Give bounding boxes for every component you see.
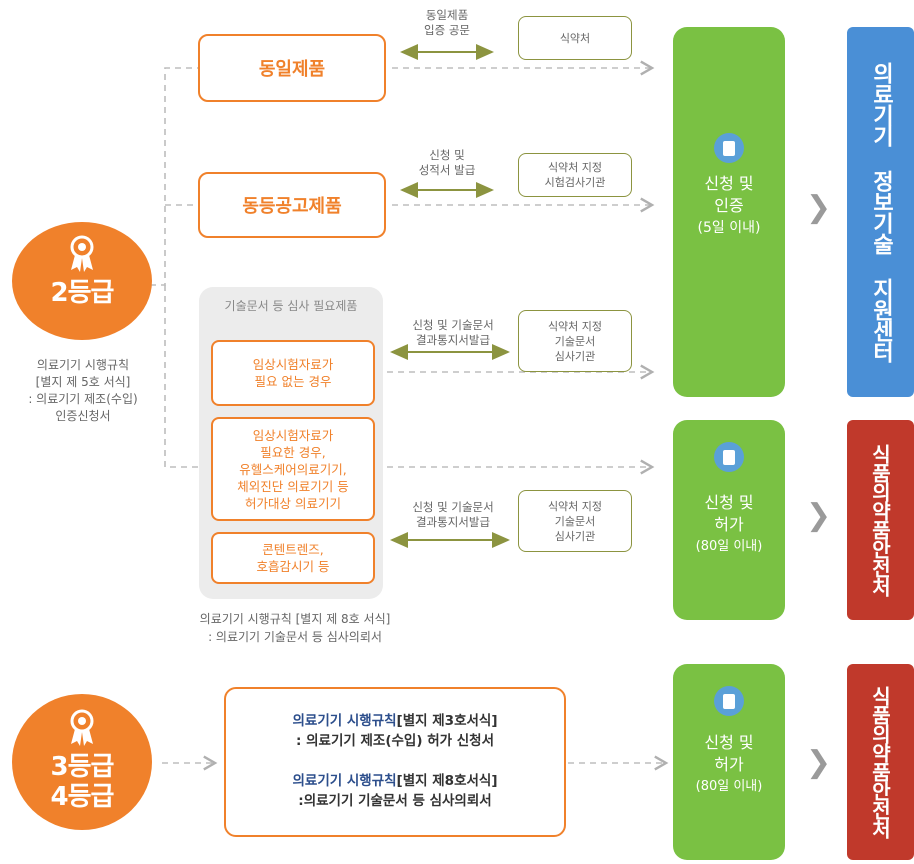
approval-step-box-1: 신청 및 허가 (80일 이내) xyxy=(673,420,785,620)
note-line: 인증신청서 xyxy=(55,409,111,423)
panel-note: 의료기기 시행규칙 [별지 제 8호 서식] : 의료기기 기술문서 등 심사의… xyxy=(150,610,440,646)
mfds-label-1: 식품의약품안전처 xyxy=(847,420,914,620)
clipboard-icon xyxy=(714,442,744,472)
label-line: 결과통지서발급 xyxy=(415,515,491,529)
label-line: 입증 공문 xyxy=(424,23,470,37)
doc-line: :의료기기 기술문서 등 심사의뢰서 xyxy=(298,793,492,809)
agency-box-mfds: 식약처 xyxy=(518,16,632,60)
agency-line: 기술문서 xyxy=(554,514,596,528)
green-line: 허가 xyxy=(714,755,744,774)
approval-step-box-2: 신청 및 허가 (80일 이내) xyxy=(673,664,785,860)
agency-line: 식약처 xyxy=(559,31,591,45)
clipboard-icon xyxy=(714,686,744,716)
agency-line: 시험검사기관 xyxy=(544,176,606,189)
note-line: : 의료기기 기술문서 등 심사의뢰서 xyxy=(208,630,382,644)
doc-form-number: [별지 제3호서식] xyxy=(396,713,498,729)
mfds-label-2: 식품의약품안전처 xyxy=(847,664,914,860)
label-line: 신청 및 기술문서 xyxy=(412,500,494,514)
same-product-box: 동일제품 xyxy=(198,34,386,102)
contact-lens-box: 콘텐트렌즈, 호흡감시기 등 xyxy=(211,532,375,584)
item-line: 필요 없는 경우 xyxy=(254,374,332,389)
doc-rule-name: 의료기기 시행규칙 xyxy=(292,713,397,729)
chevron-right-icon: ❯ xyxy=(806,498,832,533)
doc-form-number: [별지 제8호서식] xyxy=(396,773,498,789)
grade-3-4-badge: 3등급 4등급 xyxy=(12,694,152,830)
note-line: : 의료기기 제조(수입) xyxy=(28,392,138,406)
award-ribbon-icon xyxy=(70,235,94,272)
clinical-data-required-box: 임상시험자료가 필요한 경우, 유헬스케어의료기기, 체외진단 의료기기 등 허… xyxy=(211,417,375,521)
item-line: 임상시험자료가 xyxy=(252,357,334,372)
grade-4-label: 4등급 xyxy=(50,782,115,812)
item-line: 호흡감시기 등 xyxy=(256,559,330,574)
agency-line: 식약처 지정 xyxy=(547,161,603,174)
label-line: 결과통지서발급 xyxy=(415,333,491,347)
agency-line: 식약처 지정 xyxy=(547,499,603,513)
label-line: 성적서 발급 xyxy=(418,163,476,177)
item-line: 유헬스케어의료기기, xyxy=(239,461,347,477)
green-line: (80일 이내) xyxy=(695,779,763,794)
doc-line: 의료기기 시행규칙[별지 제3호서식] xyxy=(226,711,564,731)
label-line: 신청 및 xyxy=(429,148,465,162)
note-line: [별지 제 5호 서식] xyxy=(35,375,131,389)
award-ribbon-icon xyxy=(70,709,94,746)
item-line: 허가대상 의료기기 xyxy=(245,495,341,511)
it-support-center-label: 의료기기 정보기술 지원센터 xyxy=(847,27,914,397)
doc-line: 의료기기 시행규칙[별지 제8호서식] xyxy=(226,771,564,791)
clipboard-icon xyxy=(714,133,744,163)
green-line: (80일 이내) xyxy=(695,539,763,554)
certification-step-box: 신청 및 인증 (5일 이내) xyxy=(673,27,785,397)
grade-2-badge: 2등급 xyxy=(12,222,152,340)
item-line: 필요한 경우, xyxy=(260,444,326,460)
panel-title: 기술문서 등 심사 필요제품 xyxy=(224,299,358,313)
grade-3-label: 3등급 xyxy=(50,752,115,782)
grade-3-4-documents-box: 의료기기 시행규칙[별지 제3호서식] : 의료기기 제조(수입) 허가 신청서… xyxy=(224,687,566,837)
label-line: 동일제품 xyxy=(425,8,469,22)
equivalent-product-box: 동등공고제품 xyxy=(198,172,386,238)
green-line: 인증 xyxy=(714,196,744,215)
grade-2-note: 의료기기 시행규칙 [별지 제 5호 서식] : 의료기기 제조(수입) 인증신… xyxy=(0,357,166,425)
item-line: 콘텐트렌즈, xyxy=(262,542,324,557)
green-line: 허가 xyxy=(714,515,744,534)
agency-line: 심사기관 xyxy=(554,349,596,363)
chevron-right-icon: ❯ xyxy=(806,745,832,780)
label-line: 신청 및 기술문서 xyxy=(412,318,494,332)
item-line: 임상시험자료가 xyxy=(252,427,334,443)
item-line: 체외진단 의료기기 등 xyxy=(237,478,349,494)
agency-line: 기술문서 xyxy=(554,334,596,348)
doc-line: : 의료기기 제조(수입) 허가 신청서 xyxy=(296,733,494,749)
chevron-right-icon: ❯ xyxy=(806,190,832,225)
grade-2-label: 2등급 xyxy=(50,278,115,308)
green-line: 신청 및 xyxy=(704,493,754,512)
green-line: 신청 및 xyxy=(704,174,754,193)
green-line: (5일 이내) xyxy=(697,220,761,236)
green-line: 신청 및 xyxy=(704,733,754,752)
note-line: 의료기기 시행규칙 [별지 제 8호 서식] xyxy=(199,612,391,626)
agency-line: 심사기관 xyxy=(554,529,596,543)
note-line: 의료기기 시행규칙 xyxy=(36,358,130,372)
doc-rule-name: 의료기기 시행규칙 xyxy=(292,773,397,789)
agency-line: 식약처 지정 xyxy=(547,319,603,333)
